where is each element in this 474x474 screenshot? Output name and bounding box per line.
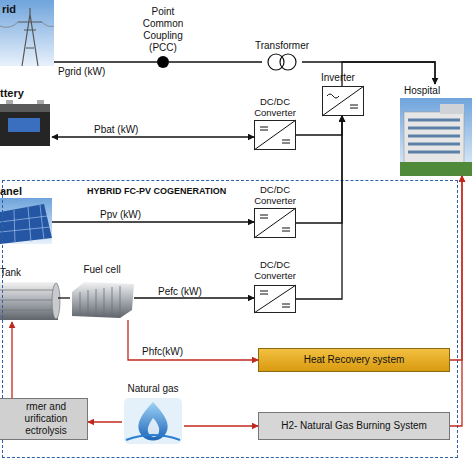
node-label: ttery <box>0 87 24 99</box>
node-label: HYBRID FC-PV COGENERATION <box>87 185 226 197</box>
image-node: Natural gas <box>122 396 184 446</box>
power-line <box>296 116 342 223</box>
node-label: Point Common Coupling (PCC) <box>135 6 191 54</box>
node-label: Heat Recovery system <box>304 354 405 366</box>
battery-lid <box>0 104 50 112</box>
power-line <box>52 221 254 222</box>
building-top <box>440 104 464 114</box>
heat-flow-line <box>450 176 462 426</box>
converter-box: DC/DC Converter <box>254 208 296 238</box>
image-node: Fuel cell <box>70 278 134 320</box>
sky <box>0 0 54 66</box>
image-node: Hospital <box>398 84 472 176</box>
node-label: Fuel cell <box>83 264 120 276</box>
windows <box>408 120 460 152</box>
panel-grid <box>0 205 50 243</box>
process-box: Heat Recovery system <box>258 348 450 372</box>
heat-flow-line <box>184 425 258 426</box>
dcdc-symbol <box>254 285 296 313</box>
grid-illustration <box>0 0 54 66</box>
tank-body <box>0 282 58 320</box>
flow-label: Pefc (kW) <box>158 286 202 298</box>
node-label: Natural gas <box>127 383 178 395</box>
cable <box>0 22 54 27</box>
flow-label: Phfc(kW) <box>142 346 183 358</box>
sky <box>0 198 52 244</box>
natural-gas-illustration <box>124 398 182 444</box>
fuel-cell-fins <box>80 286 120 318</box>
inverter-box: Inverter <box>322 86 364 116</box>
node-label: Hospital <box>404 85 440 97</box>
dcdc-symbol <box>254 208 296 238</box>
power-line <box>58 297 70 298</box>
heat-flow-line <box>88 421 122 422</box>
process-box: rmer and urification ectrolysis <box>0 398 88 440</box>
panel-illustration <box>0 198 52 244</box>
node-label: DC/DC Converter <box>248 259 302 281</box>
icon-back <box>124 398 182 444</box>
inverter-symbol <box>322 86 364 116</box>
image-node: anel <box>0 196 52 246</box>
power-line <box>296 116 342 299</box>
battery-body <box>0 104 50 146</box>
pylon <box>18 8 42 66</box>
heat-flow-line <box>128 320 258 360</box>
building <box>404 112 464 170</box>
node-label: rid <box>2 3 16 15</box>
image-node: ttery <box>0 100 52 150</box>
battery-illustration <box>0 100 50 146</box>
power-line <box>342 62 435 86</box>
node-label: H2- Natural Gas Burning System <box>281 420 427 432</box>
node-label: Transformer <box>255 40 309 52</box>
junction-dot: Point Common Coupling (PCC) <box>157 56 169 68</box>
flow-label: Pbat (kW) <box>94 124 138 136</box>
tank-end <box>52 283 60 319</box>
node-label: Inverter <box>321 72 355 84</box>
image-node: rid <box>0 0 54 66</box>
flow-label: Ppv (kW) <box>100 209 141 221</box>
heat-flow-line <box>450 176 462 360</box>
node-label: anel <box>0 185 22 197</box>
node-label: rmer and urification ectrolysis <box>14 401 78 437</box>
coil <box>280 54 296 70</box>
node-label: DC/DC Converter <box>248 96 302 118</box>
image-node: Tank <box>0 280 58 322</box>
transformer-symbol <box>268 54 296 70</box>
hospital-illustration <box>400 98 472 176</box>
tank-stripes <box>0 290 58 310</box>
power-line <box>52 136 254 137</box>
process-box: H2- Natural Gas Burning System <box>258 412 450 440</box>
sky <box>400 98 472 176</box>
terminal <box>37 100 44 104</box>
node-label: Tank <box>0 267 21 279</box>
power-line <box>296 116 342 135</box>
fuel-cell-illustration <box>72 282 134 318</box>
trees <box>400 162 472 176</box>
flow-label: Pgrid (kW) <box>58 66 105 78</box>
solar-panel <box>0 204 52 244</box>
transformer-node: Transformer <box>262 52 302 72</box>
battery-sticker <box>8 118 40 132</box>
wave <box>126 435 180 440</box>
dcdc-symbol <box>254 120 296 150</box>
terminal <box>6 100 13 104</box>
power-line <box>169 61 262 62</box>
node-label: DC/DC Converter <box>248 184 302 206</box>
power-line <box>302 62 435 84</box>
heat-flow-line <box>11 322 12 398</box>
power-line <box>134 297 254 298</box>
converter-box: DC/DC Converter <box>254 120 296 150</box>
fuel-cell-stack <box>72 282 134 318</box>
converter-box: DC/DC Converter <box>254 285 296 313</box>
tank-illustration <box>0 282 60 320</box>
power-line <box>54 61 157 62</box>
